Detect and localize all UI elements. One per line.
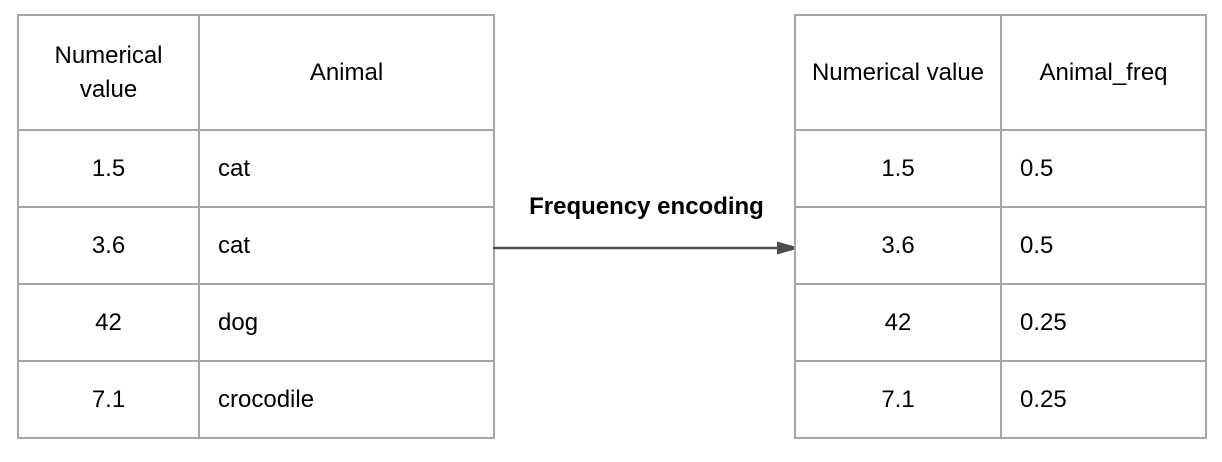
input-table: Numerical value Animal 1.5 cat 3.6 cat 4… [17, 14, 495, 439]
table-row: 1.5 cat [17, 129, 495, 208]
arrow-label: Frequency encoding [529, 193, 764, 220]
table-cell: 0.5 [1000, 206, 1207, 285]
output-table: Numerical value Animal_freq 1.5 0.5 3.6 … [794, 14, 1207, 439]
column-header-animal: Animal [198, 14, 495, 131]
table-cell: 7.1 [17, 360, 200, 439]
table-cell: 3.6 [17, 206, 200, 285]
table-cell: 0.25 [1000, 283, 1207, 362]
column-header-numerical-value: Numerical value [794, 14, 1002, 131]
table-row: 3.6 cat [17, 206, 495, 285]
table-header-row: Numerical value Animal [17, 14, 495, 131]
table-cell: 42 [17, 283, 200, 362]
table-row: 1.5 0.5 [794, 129, 1207, 208]
table-row: 7.1 0.25 [794, 360, 1207, 439]
table-cell: 0.5 [1000, 129, 1207, 208]
table-cell: cat [198, 129, 495, 208]
table-cell: 42 [794, 283, 1002, 362]
table-cell: 0.25 [1000, 360, 1207, 439]
table-row: 3.6 0.5 [794, 206, 1207, 285]
table-cell: dog [198, 283, 495, 362]
table-cell: 7.1 [794, 360, 1002, 439]
table-cell: 1.5 [17, 129, 200, 208]
table-cell: 3.6 [794, 206, 1002, 285]
column-header-numerical-value: Numerical value [17, 14, 200, 131]
table-cell: cat [198, 206, 495, 285]
table-row: 7.1 crocodile [17, 360, 495, 439]
table-cell: 1.5 [794, 129, 1002, 208]
table-header-row: Numerical value Animal_freq [794, 14, 1207, 131]
table-cell: crocodile [198, 360, 495, 439]
table-row: 42 dog [17, 283, 495, 362]
right-arrow-icon [493, 240, 800, 256]
column-header-animal-freq: Animal_freq [1000, 14, 1207, 131]
table-row: 42 0.25 [794, 283, 1207, 362]
